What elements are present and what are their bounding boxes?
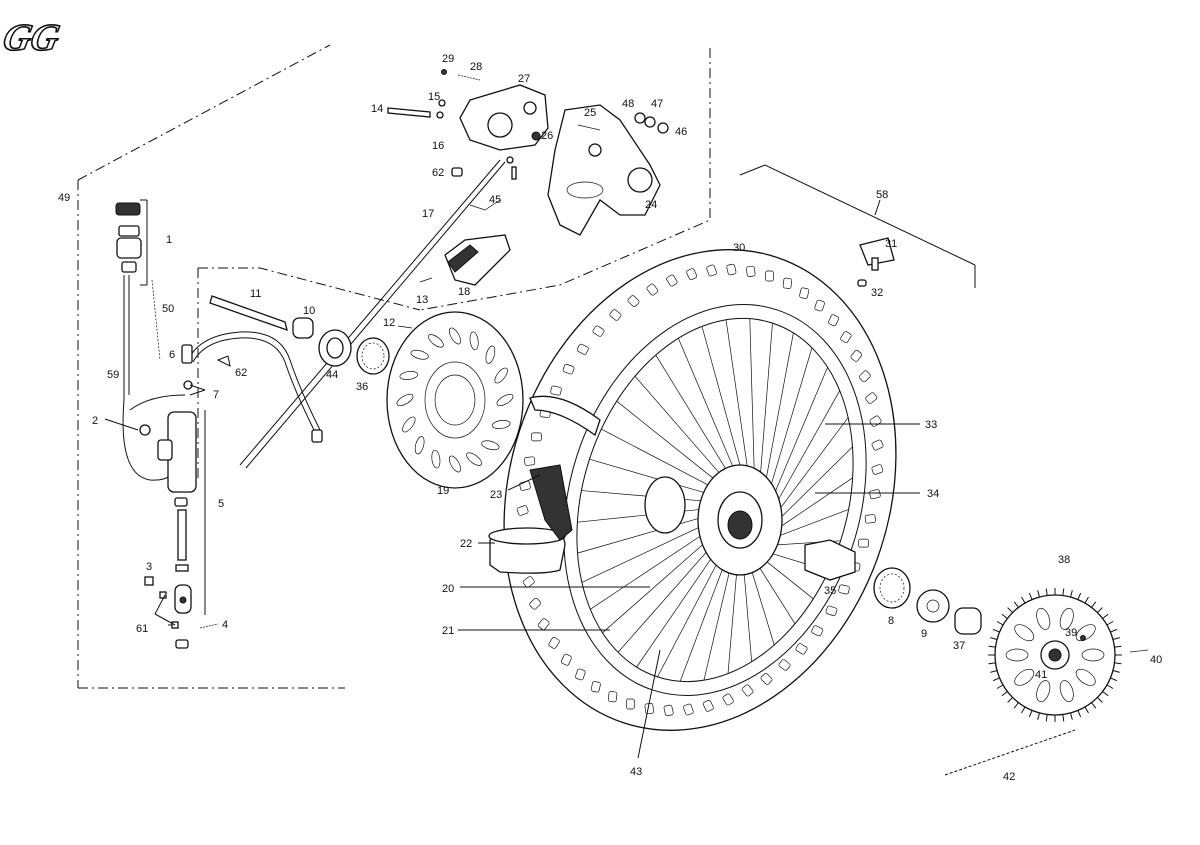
label-48: 48 bbox=[622, 98, 634, 110]
label-37: 37 bbox=[953, 640, 965, 652]
label-28: 28 bbox=[470, 61, 482, 73]
label-8: 8 bbox=[888, 615, 894, 627]
label-6: 6 bbox=[169, 349, 175, 361]
group-boundaries bbox=[77, 44, 976, 689]
label-43: 43 bbox=[630, 766, 642, 778]
brake-hose bbox=[181, 159, 506, 469]
label-22: 22 bbox=[460, 538, 472, 550]
label-26: 26 bbox=[541, 130, 553, 142]
caliper-bracket bbox=[547, 104, 669, 236]
right-side-spacers bbox=[804, 539, 982, 635]
label-10: 10 bbox=[303, 305, 315, 317]
label-16: 16 bbox=[432, 140, 444, 152]
label-27: 27 bbox=[518, 73, 530, 85]
label-49: 49 bbox=[58, 192, 70, 204]
label-32: 32 bbox=[871, 287, 883, 299]
label-12: 12 bbox=[383, 317, 395, 329]
label-34: 34 bbox=[927, 488, 939, 500]
label-11: 11 bbox=[250, 288, 261, 300]
label-36: 36 bbox=[356, 381, 368, 393]
label-3: 3 bbox=[146, 561, 152, 573]
label-61: 61 bbox=[136, 623, 148, 635]
label-17: 17 bbox=[422, 208, 434, 220]
label-45: 45 bbox=[489, 194, 501, 206]
label-62-top: 62 bbox=[432, 167, 444, 179]
label-9: 9 bbox=[921, 628, 927, 640]
label-44: 44 bbox=[326, 369, 338, 381]
brake-caliper bbox=[387, 69, 549, 286]
label-62-left: 62 bbox=[235, 367, 247, 379]
label-40: 40 bbox=[1150, 654, 1162, 666]
label-2: 2 bbox=[92, 415, 98, 427]
label-20: 20 bbox=[442, 583, 454, 595]
label-30: 30 bbox=[733, 242, 745, 254]
label-41: 41 bbox=[1035, 669, 1047, 681]
label-18: 18 bbox=[458, 286, 470, 298]
label-38: 38 bbox=[1058, 554, 1070, 566]
label-21: 21 bbox=[442, 625, 454, 637]
master-cylinder bbox=[129, 394, 219, 649]
label-46: 46 bbox=[675, 126, 687, 138]
label-25: 25 bbox=[584, 107, 596, 119]
label-29: 29 bbox=[442, 53, 454, 65]
sprocket bbox=[944, 588, 1149, 776]
label-1: 1 bbox=[166, 234, 172, 246]
leader-lines bbox=[104, 199, 920, 759]
label-7: 7 bbox=[213, 389, 219, 401]
label-14: 14 bbox=[371, 103, 383, 115]
label-59: 59 bbox=[107, 369, 119, 381]
label-15: 15 bbox=[428, 91, 440, 103]
label-31: 31 bbox=[885, 238, 897, 250]
label-39: 39 bbox=[1065, 627, 1077, 639]
label-33: 33 bbox=[925, 419, 937, 431]
label-19: 19 bbox=[437, 485, 449, 497]
inner-tube bbox=[488, 395, 601, 574]
label-4: 4 bbox=[222, 619, 228, 631]
brand-logo: GG bbox=[0, 17, 63, 59]
label-50: 50 bbox=[162, 303, 174, 315]
label-35: 35 bbox=[824, 585, 836, 597]
label-24: 24 bbox=[645, 199, 657, 211]
part-labels: 1 2 3 4 5 6 7 8 9 10 11 12 13 14 15 16 1… bbox=[58, 53, 1162, 783]
label-47: 47 bbox=[651, 98, 663, 110]
rear-wheel bbox=[503, 249, 897, 731]
label-13: 13 bbox=[416, 294, 428, 306]
valve-parts bbox=[857, 237, 895, 287]
brake-disc bbox=[386, 311, 524, 489]
label-5: 5 bbox=[218, 498, 224, 510]
label-23: 23 bbox=[490, 489, 502, 501]
label-42: 42 bbox=[1003, 771, 1015, 783]
label-58: 58 bbox=[876, 189, 888, 201]
axle-group bbox=[209, 295, 413, 375]
